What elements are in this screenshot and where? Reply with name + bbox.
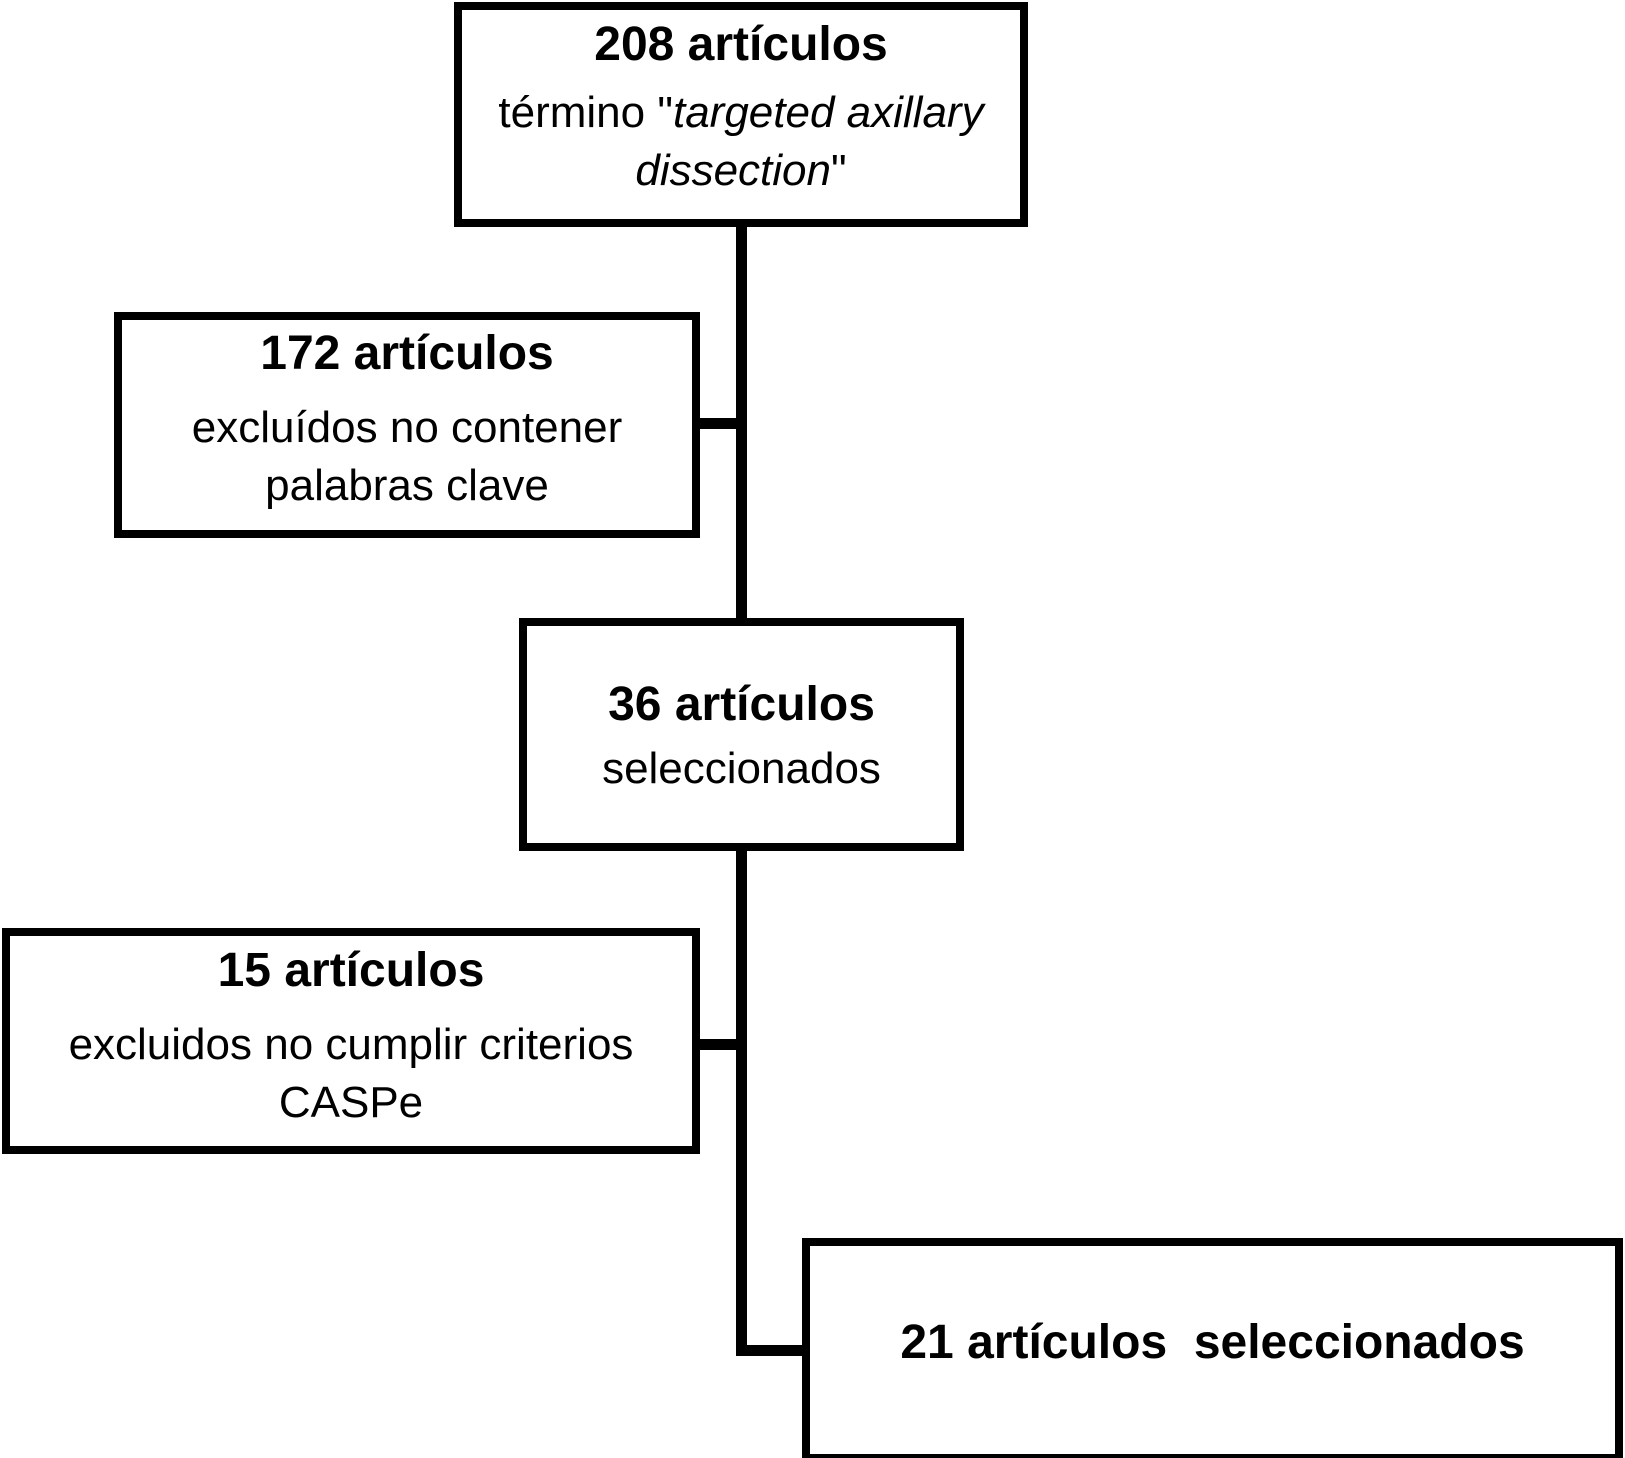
- box-36-description: seleccionados: [602, 744, 881, 793]
- box-208-desc-suffix: ": [831, 146, 847, 195]
- box-208-desc-prefix: término ": [498, 88, 673, 137]
- box-172-desc-line1: excluídos no contener: [191, 403, 623, 452]
- box-208-desc-italic-2: dissection: [635, 146, 832, 195]
- box-172-articulos: 172 artículos excluídos no contener pala…: [114, 312, 700, 538]
- box-21-title: 21 artículos seleccionados: [900, 1316, 1525, 1369]
- box-36-title: 36 artículos: [608, 678, 875, 731]
- box-21-articulos: 21 artículos seleccionados: [802, 1238, 1623, 1458]
- box-15-articulos: 15 artículos excluidos no cumplir criter…: [2, 928, 700, 1154]
- box-36-articulos: 36 artículos seleccionados: [519, 618, 964, 851]
- box-15-title: 15 artículos: [217, 944, 485, 997]
- box-172-title: 172 artículos: [260, 327, 554, 380]
- box-172-desc-line2: palabras clave: [265, 461, 549, 510]
- box-208-description: término "targeted axillary dissection": [498, 84, 983, 200]
- box-15-description: excluidos no cumplir criterios CASPe: [69, 1016, 634, 1132]
- box-15-desc-line2: CASPe: [278, 1078, 424, 1127]
- box-208-articulos: 208 artículos término "targeted axillary…: [454, 2, 1028, 227]
- box-172-description: excluídos no contener palabras clave: [192, 399, 623, 515]
- connector-to-21-box: [736, 1345, 806, 1356]
- connector-to-172-box: [692, 418, 747, 429]
- box-208-desc-italic-1: targeted axillary: [672, 88, 984, 137]
- connector-to-15-box: [692, 1039, 747, 1050]
- box-208-title: 208 artículos: [594, 18, 888, 71]
- box-15-desc-line1: excluidos no cumplir criterios: [68, 1020, 634, 1069]
